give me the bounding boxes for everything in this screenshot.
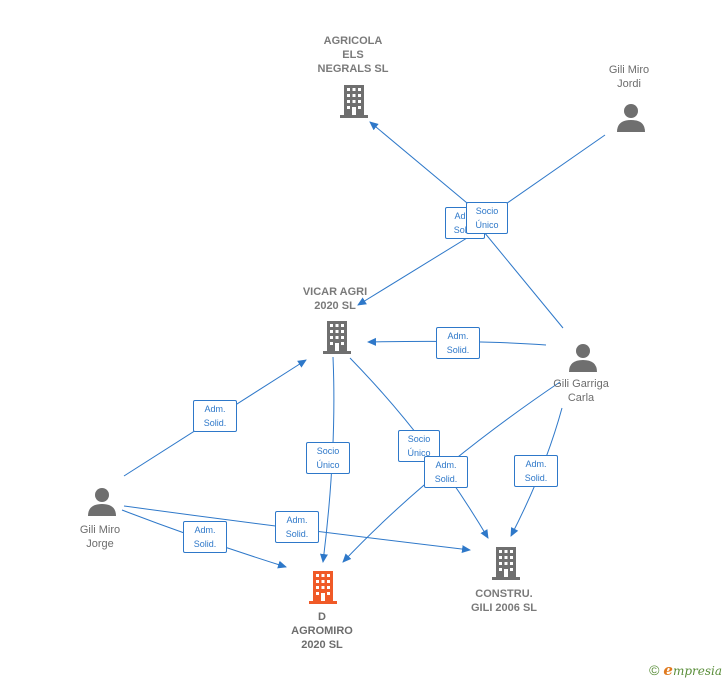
edge-jordi-vicar [357, 229, 481, 306]
person-label-carla[interactable]: Gili Garriga Carla [553, 378, 609, 404]
brand-logo: empresia [663, 661, 722, 679]
edge-label-adm-solid: Adm. Solid. [514, 455, 558, 487]
building-icon[interactable] [490, 546, 522, 580]
edges-layer [121, 121, 606, 569]
company-label-dagromiro[interactable]: D AGROMIRO 2020 SL [291, 611, 353, 651]
person-icon[interactable] [616, 102, 646, 132]
empresia-watermark[interactable]: © empresia [649, 661, 722, 679]
building-icon[interactable] [321, 320, 353, 354]
person-label-jorge[interactable]: Gili Miro Jorge [79, 524, 121, 550]
person-label-jordi[interactable]: Gili Miro Jordi [608, 64, 650, 90]
edge-label-adm-solid: Adm. Solid. [424, 456, 468, 488]
person-icon[interactable] [87, 486, 117, 516]
company-label-constru[interactable]: CONSTRU. GILI 2006 SL [470, 588, 538, 614]
edge-label-adm-solid: Adm. Solid. [436, 327, 480, 359]
edge-jordi-line [489, 134, 606, 216]
building-icon[interactable] [338, 84, 370, 118]
edge-label-adm-solid: Adm. Solid. [183, 521, 227, 553]
edge-label-socio-unico: Socio Único [466, 202, 508, 234]
company-label-agricola[interactable]: AGRICOLA ELS NEGRALS SL [317, 35, 389, 75]
edge-label-adm-solid: Adm. Solid. [193, 400, 237, 432]
person-icon[interactable] [568, 342, 598, 372]
edge-label-socio-unico: Socio Único [306, 442, 350, 474]
company-label-vicar[interactable]: VICAR AGRI 2020 SL [302, 286, 368, 312]
copyright-icon: © [649, 662, 660, 678]
edge-label-adm-solid: Adm. Solid. [275, 511, 319, 543]
edge-jordi-agricola [369, 121, 486, 219]
building-icon-focus[interactable] [307, 570, 339, 604]
